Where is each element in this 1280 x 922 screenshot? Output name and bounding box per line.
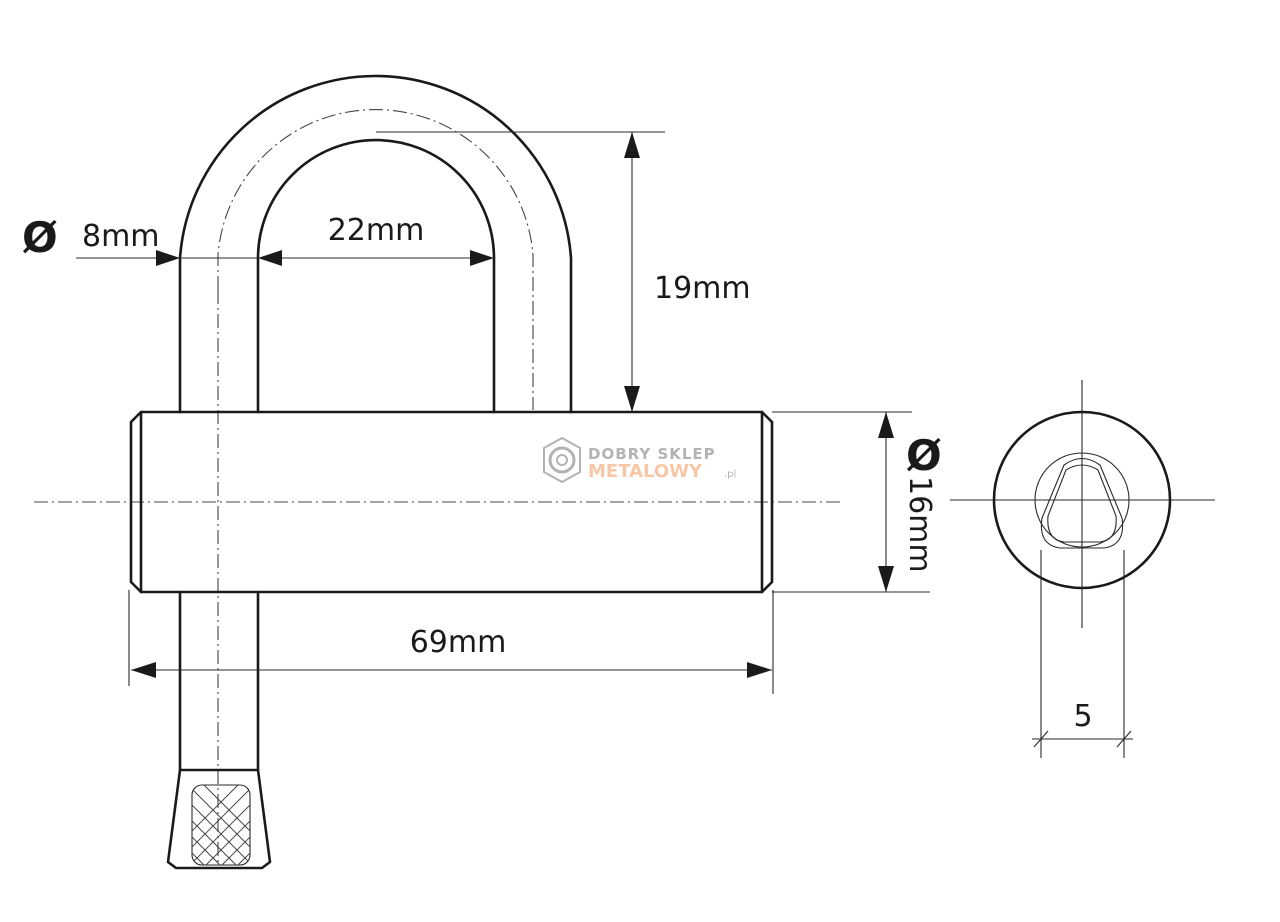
watermark-line1: DOBRY SKLEP [588, 445, 716, 463]
watermark-suffix: .pl [724, 469, 736, 480]
diameter-symbol-right: Ø [906, 431, 942, 480]
end-view [992, 410, 1172, 590]
shackle-height-label: 19mm [654, 271, 751, 306]
dim-key-socket: 5 [1032, 550, 1133, 758]
wire-diameter-label: 8mm [82, 219, 160, 254]
dim-shackle-height: 19mm [376, 131, 751, 412]
key-end [166, 768, 272, 870]
dim-body-length: 69mm [128, 590, 774, 694]
watermark-logo: DOBRY SKLEP METALOWY .pl [543, 436, 736, 484]
inner-width-label: 22mm [328, 213, 425, 248]
dim-inner-width: 22mm [180, 213, 494, 266]
center-lines [34, 109, 1215, 862]
dim-wire-diameter: Ø 8mm [22, 213, 180, 266]
diameter-symbol-left: Ø [22, 213, 58, 262]
body-length-label: 69mm [410, 625, 507, 660]
body-diameter-label: 16mm [902, 476, 937, 573]
key-socket-label: 5 [1073, 699, 1092, 734]
watermark-line2: METALOWY [588, 461, 703, 482]
dim-body-diameter: Ø 16mm [772, 411, 942, 593]
lock-body [129, 410, 774, 594]
shackle [178, 74, 573, 772]
